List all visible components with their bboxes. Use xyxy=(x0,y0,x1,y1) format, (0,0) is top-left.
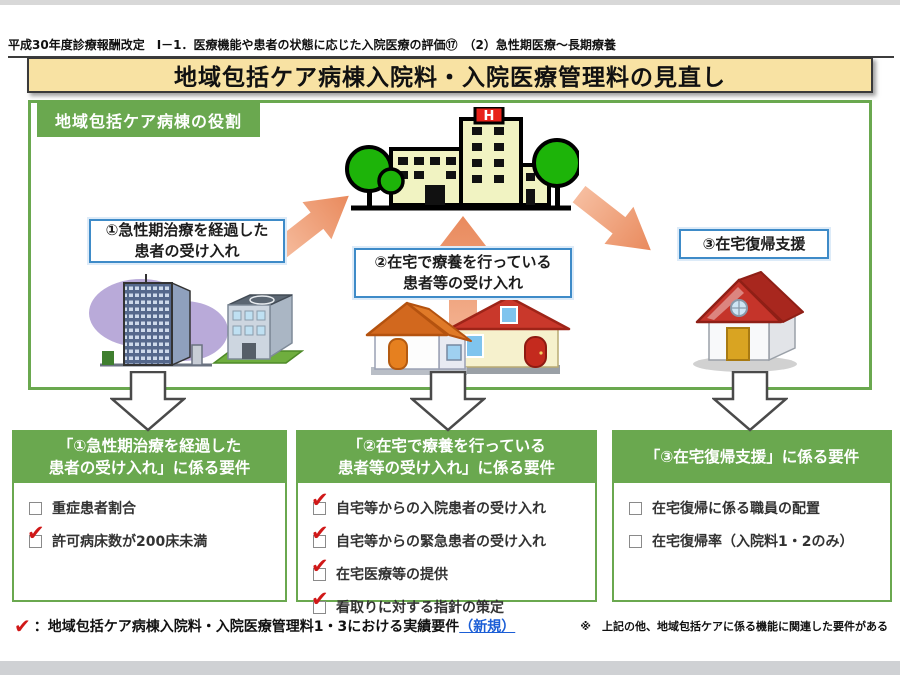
requirement-item: ✔ 許可病床数が200床未満 xyxy=(27,522,275,551)
check-mark-icon: ✔ xyxy=(311,520,329,545)
role-3-line1: ③在宅復帰支援 xyxy=(702,234,806,253)
checkbox-icon xyxy=(29,501,42,515)
requirement-card-1: 「①急性期治療を経過した 患者の受け入れ」に係る要件 重症患者割合 ✔ 許可病床… xyxy=(12,430,287,602)
check-legend: ✔：地域包括ケア病棟入院料・入院医療管理料1・3における実績要件（新規） xyxy=(14,614,515,638)
role-label-2: ②在宅で療養を行っている 患者等の受け入れ xyxy=(354,248,572,298)
top-edge xyxy=(0,0,900,5)
requirement-label: 重症患者割合 xyxy=(52,501,136,517)
requirement-list: 在宅復帰に係る職員の配置 在宅復帰率（入院料1・2のみ） xyxy=(614,483,890,600)
role-1-line1: ①急性期治療を経過した xyxy=(105,221,269,239)
requirement-label: 在宅医療等の提供 xyxy=(336,567,448,583)
role-label-3: ③在宅復帰支援 xyxy=(679,229,829,259)
breadcrumb: 平成30年度診療報酬改定 Ⅰ－1．医療機能や患者の状態に応じた入院医療の評価⑰ … xyxy=(8,36,894,58)
bottom-edge xyxy=(0,661,900,675)
requirement-header: 「①急性期治療を経過した 患者の受け入れ」に係る要件 xyxy=(14,432,285,483)
checkbox-icon: ✔ xyxy=(311,489,329,515)
down-arrow-icon xyxy=(410,371,486,432)
requirement-item: ✔ 自宅等からの緊急患者の受け入れ xyxy=(311,522,585,551)
page-title: 地域包括ケア病棟入院料・入院医療管理料の見直し xyxy=(27,57,873,93)
section-label: 地域包括ケア病棟の役割 xyxy=(37,103,261,137)
requirement-header-line2: 患者等の受け入れ」に係る要件 xyxy=(337,458,555,477)
requirement-header: 「③在宅復帰支援」に係る要件 xyxy=(614,432,890,483)
houses-icon xyxy=(365,295,571,375)
requirement-label: 在宅復帰率（入院料1・2のみ） xyxy=(652,534,854,550)
requirement-card-3: 「③在宅復帰支援」に係る要件 在宅復帰に係る職員の配置 在宅復帰率（入院料1・2… xyxy=(612,430,892,602)
requirement-label: 許可病床数が200床未満 xyxy=(52,534,208,550)
requirement-item: ✔ 看取りに対する指針の策定 xyxy=(311,588,585,617)
requirement-item: 重症患者割合 xyxy=(29,498,275,518)
requirement-item: ✔ 在宅医療等の提供 xyxy=(311,555,585,584)
checkbox-icon: ✔ xyxy=(27,522,45,548)
down-arrow-icon xyxy=(110,371,186,432)
home-icon xyxy=(693,271,804,372)
check-mark-icon: ✔ xyxy=(311,553,329,578)
svg-text:H: H xyxy=(484,109,495,124)
checkbox-icon: ✔ xyxy=(311,555,329,581)
requirement-header-line2: 患者の受け入れ」に係る要件 xyxy=(48,458,251,477)
requirement-label: 自宅等からの緊急患者の受け入れ xyxy=(336,534,546,550)
requirement-header-line1: 「①急性期治療を経過した xyxy=(57,436,242,455)
checkbox-icon: ✔ xyxy=(311,588,329,614)
legend-new-link[interactable]: （新規） xyxy=(459,619,516,635)
role-2-line1: ②在宅で療養を行っている xyxy=(374,253,552,271)
requirement-item: 在宅復帰に係る職員の配置 xyxy=(629,498,880,518)
arrow-to-hospital-left-icon xyxy=(270,195,349,261)
arrow-from-hospital-right-icon xyxy=(572,185,651,251)
requirement-list: 重症患者割合 ✔ 許可病床数が200床未満 xyxy=(14,483,285,600)
down-arrow-icon xyxy=(712,371,788,432)
requirement-header: 「②在宅で療養を行っている 患者等の受け入れ」に係る要件 xyxy=(298,432,595,483)
requirement-header-line1: 「②在宅で療養を行っている xyxy=(347,436,546,455)
hospital-icon: H xyxy=(345,107,579,211)
city-buildings-icon xyxy=(89,274,304,367)
role-label-1: ①急性期治療を経過した 患者の受け入れ xyxy=(89,219,285,263)
note-text: ※ 上記の他、地域包括ケアに係る機能に関連した要件がある xyxy=(580,620,888,633)
requirement-item: 在宅復帰率（入院料1・2のみ） xyxy=(629,531,880,551)
roles-diagram: 地域包括ケア病棟の役割 xyxy=(28,100,872,390)
role-2-line2: 患者等の受け入れ xyxy=(402,274,523,292)
requirement-header-line1: 「③在宅復帰支援」に係る要件 xyxy=(644,447,860,466)
check-mark-icon: ✔ xyxy=(27,520,45,545)
requirement-label: 自宅等からの入院患者の受け入れ xyxy=(336,501,546,517)
legend-text: ：地域包括ケア病棟入院料・入院医療管理料1・3における実績要件 xyxy=(33,619,460,635)
checkbox-icon xyxy=(629,534,642,548)
check-mark-icon: ✔ xyxy=(311,487,329,512)
requirement-card-2: 「②在宅で療養を行っている 患者等の受け入れ」に係る要件 ✔ 自宅等からの入院患… xyxy=(296,430,597,616)
legend-check-icon: ✔ xyxy=(14,614,31,638)
requirement-label: 在宅復帰に係る職員の配置 xyxy=(652,501,820,517)
requirement-item: ✔ 自宅等からの入院患者の受け入れ xyxy=(311,489,585,518)
requirement-list: ✔ 自宅等からの入院患者の受け入れ ✔ 自宅等からの緊急患者の受け入れ ✔ 在宅… xyxy=(298,483,595,630)
checkbox-icon: ✔ xyxy=(311,522,329,548)
role-1-line2: 患者の受け入れ xyxy=(134,242,240,260)
checkbox-icon xyxy=(629,501,642,515)
requirement-label: 看取りに対する指針の策定 xyxy=(336,600,504,616)
check-mark-icon: ✔ xyxy=(311,586,329,611)
footer: ✔：地域包括ケア病棟入院料・入院医療管理料1・3における実績要件（新規） ※ 上… xyxy=(14,614,888,638)
